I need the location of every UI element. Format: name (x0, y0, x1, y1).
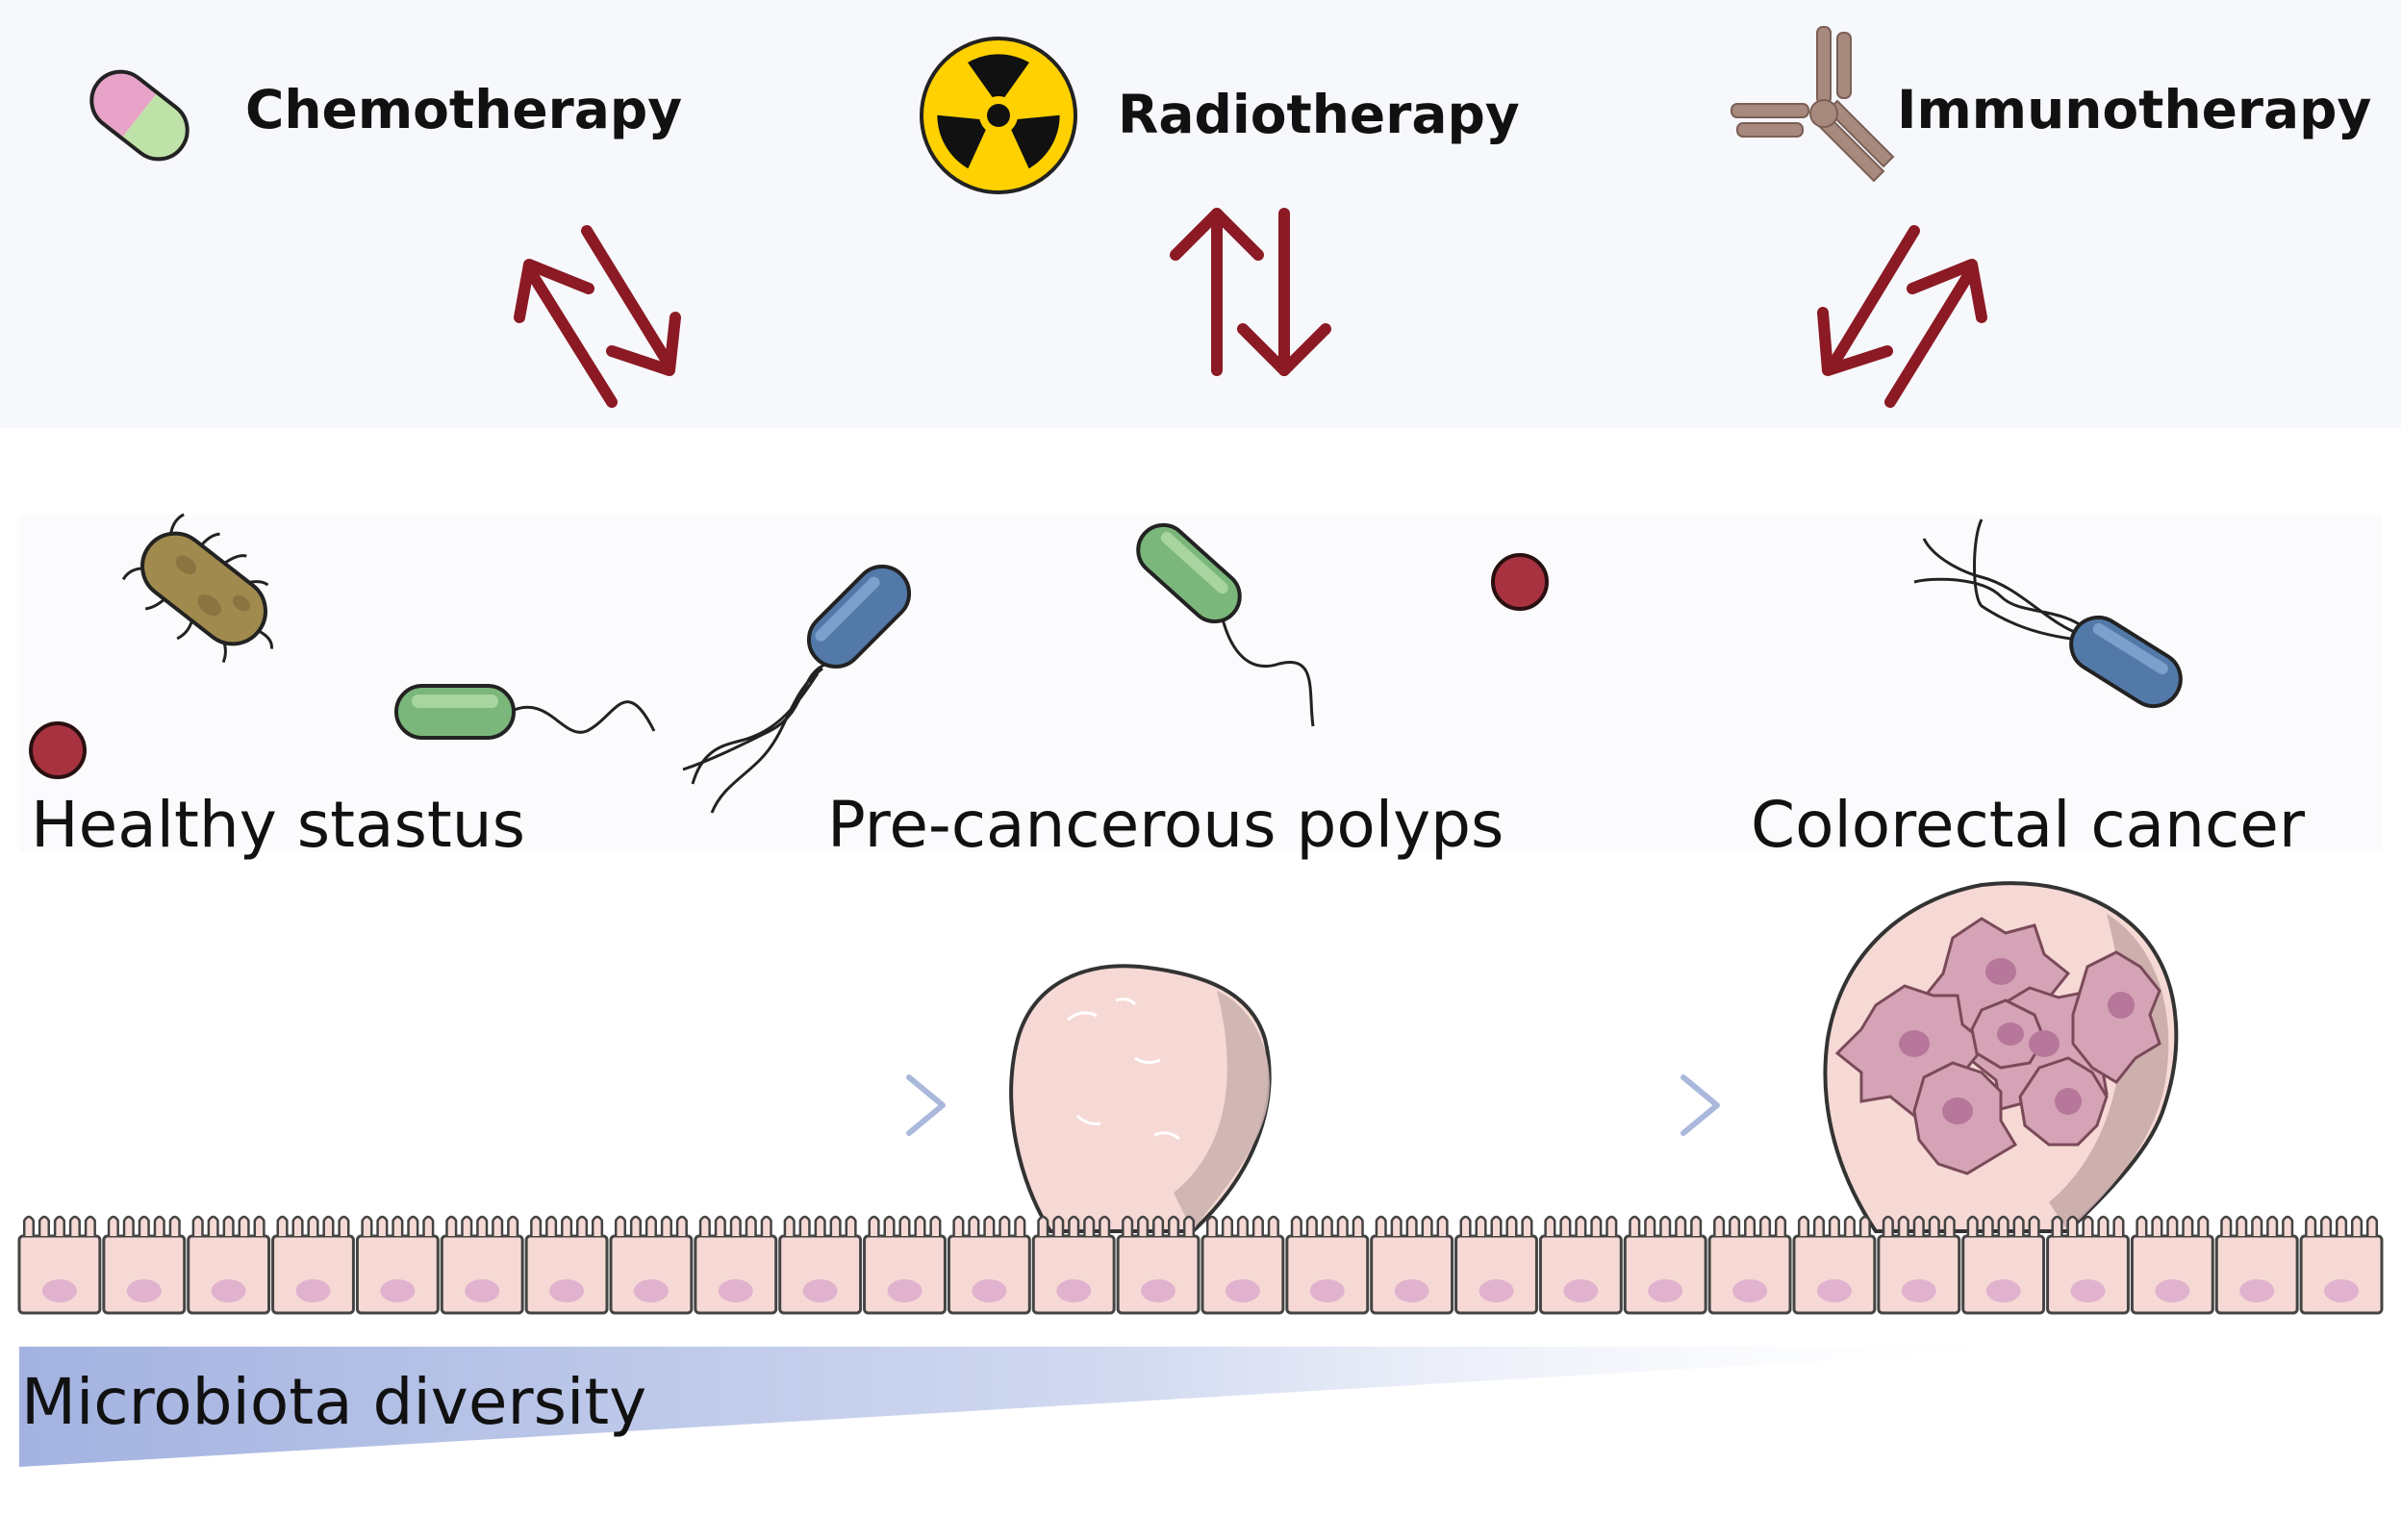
cell-nucleus (718, 1279, 753, 1302)
microvilli (530, 1215, 604, 1236)
tumor-cell-cluster (1834, 917, 2161, 1175)
cell-nucleus (1901, 1279, 1936, 1302)
coccus-bacterium (29, 721, 87, 779)
cell-nucleus (1816, 1279, 1852, 1302)
cell-nucleus (211, 1279, 246, 1302)
tumor-cell-nuclei (1899, 958, 2135, 1124)
microvilli (1882, 1215, 1956, 1236)
immunotherapy-bidirectional-arrow (1817, 225, 1987, 408)
microvilli (1037, 1215, 1111, 1236)
pill-capsule-icon (80, 60, 199, 171)
cell-nucleus (1985, 1279, 2021, 1302)
microvilli (614, 1215, 688, 1236)
microvilli (2305, 1215, 2379, 1236)
microvilli (1713, 1215, 1787, 1236)
cell-nucleus (1563, 1279, 1599, 1302)
microvilli (1544, 1215, 1618, 1236)
cell-nucleus (1648, 1279, 1683, 1302)
cell-nucleus (2324, 1279, 2360, 1302)
microvilli (445, 1215, 519, 1236)
cell-nucleus (972, 1279, 1007, 1302)
cell-nucleus (380, 1279, 416, 1302)
microvilli (868, 1215, 942, 1236)
therapy-panel-background (0, 0, 2401, 428)
microvilli (783, 1215, 857, 1236)
microvilli (191, 1215, 265, 1236)
coccus-bacterium (1491, 553, 1549, 611)
pre-cancerous-polyps-label: Pre-cancerous polyps (827, 788, 1504, 862)
radiotherapy-label: Radiotherapy (1118, 84, 1520, 145)
cell-nucleus (1394, 1279, 1429, 1302)
microbiota-diversity-label: Microbiota diversity (21, 1365, 646, 1439)
cell-nucleus (126, 1279, 162, 1302)
microvilli (2220, 1215, 2294, 1236)
flagellated-bacterium-blue (1913, 518, 2183, 709)
microvilli (1205, 1215, 1279, 1236)
cell-nucleus (1732, 1279, 1768, 1302)
cell-nucleus (1309, 1279, 1345, 1302)
microvilli (361, 1215, 435, 1236)
peritrichous-bacterium (121, 513, 273, 664)
cell-nucleus (295, 1279, 331, 1302)
colorectal-tumor (1823, 881, 2179, 1233)
microvilli (1797, 1215, 1871, 1236)
radiation-symbol-icon (920, 37, 1077, 194)
radiotherapy-bidirectional-arrow (1170, 208, 1331, 376)
epithelial-cell-layer (17, 1215, 2384, 1315)
chemotherapy-label: Chemotherapy (245, 79, 682, 140)
cell-nucleus (1225, 1279, 1260, 1302)
microvilli (22, 1215, 96, 1236)
microvilli (276, 1215, 350, 1236)
cell-nucleus (465, 1279, 500, 1302)
pre-cancerous-polyp (1009, 964, 1272, 1233)
flagellated-bacterium-green (1136, 522, 1315, 727)
microvilli (1375, 1215, 1449, 1236)
microvilli (1629, 1215, 1703, 1236)
cell-nucleus (2155, 1279, 2190, 1302)
cell-nucleus (1479, 1279, 1514, 1302)
cell-nucleus (41, 1279, 77, 1302)
cell-nucleus (633, 1279, 669, 1302)
cell-nucleus (2070, 1279, 2106, 1302)
chemotherapy-bidirectional-arrow (514, 225, 681, 408)
progression-arrow (555, 1074, 946, 1136)
immunotherapy-label: Immunotherapy (1897, 79, 2371, 140)
flagellated-bacterium-green (394, 684, 656, 740)
microvilli (952, 1215, 1026, 1236)
microvilli (1459, 1215, 1533, 1236)
microbiota-diversity-gradient (19, 1347, 2068, 1467)
microvilli (107, 1215, 181, 1236)
colorectal-cancer-label: Colorectal cancer (1751, 788, 2306, 862)
microvilli (2136, 1215, 2210, 1236)
microvilli (1290, 1215, 1364, 1236)
cell-nucleus (1056, 1279, 1092, 1302)
microvilli (1966, 1215, 2040, 1236)
cell-nucleus (549, 1279, 585, 1302)
microvilli (2051, 1215, 2125, 1236)
microvilli (1122, 1215, 1196, 1236)
microvilli (698, 1215, 772, 1236)
cell-nucleus (1141, 1279, 1176, 1302)
flagellated-bacterium-blue (682, 564, 912, 814)
cell-nucleus (887, 1279, 922, 1302)
progression-arrow (1329, 1074, 1720, 1136)
cell-nucleus (2239, 1279, 2275, 1302)
antibody-icon (1731, 26, 1895, 183)
healthy-status-label: Healthy stastus (31, 788, 525, 862)
cell-nucleus (802, 1279, 838, 1302)
